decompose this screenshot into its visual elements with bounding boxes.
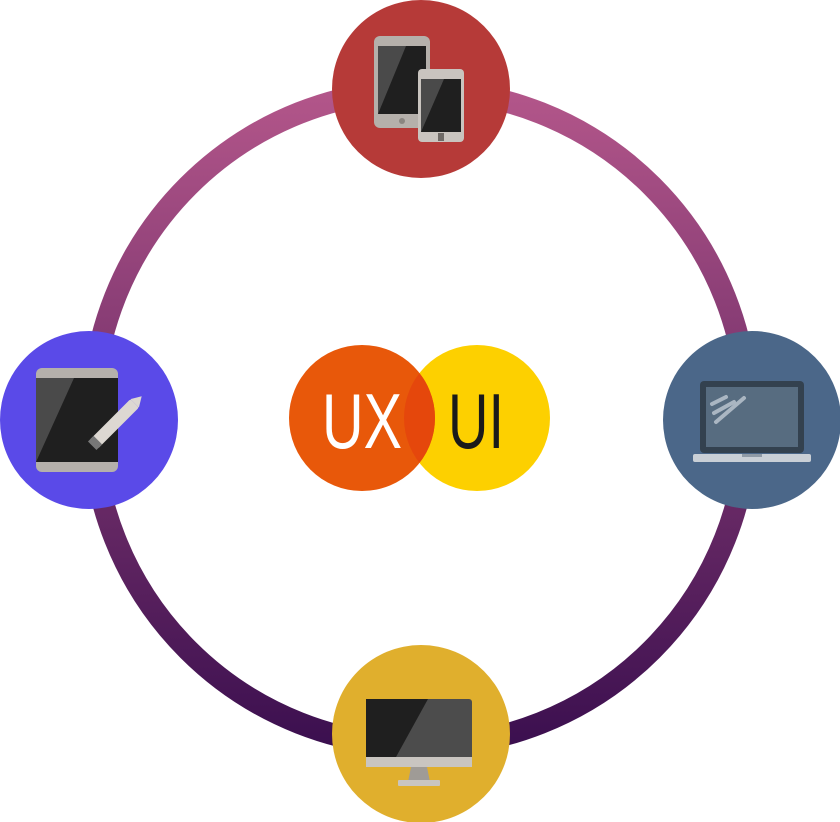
ux-ui-logo: UX UI <box>289 345 550 491</box>
ux-label: UX <box>322 377 402 465</box>
ux-circle <box>289 345 435 491</box>
laptop-icon <box>693 381 811 462</box>
node-right <box>663 331 840 509</box>
tablet-stylus-icon <box>36 368 142 472</box>
desktop-monitor-icon <box>366 699 472 786</box>
ui-label: UI <box>448 377 504 465</box>
node-bottom <box>332 645 510 822</box>
phone-tablet-icon <box>374 36 464 142</box>
node-top <box>332 0 510 178</box>
node-left <box>0 331 178 509</box>
ui-circle <box>404 345 550 491</box>
